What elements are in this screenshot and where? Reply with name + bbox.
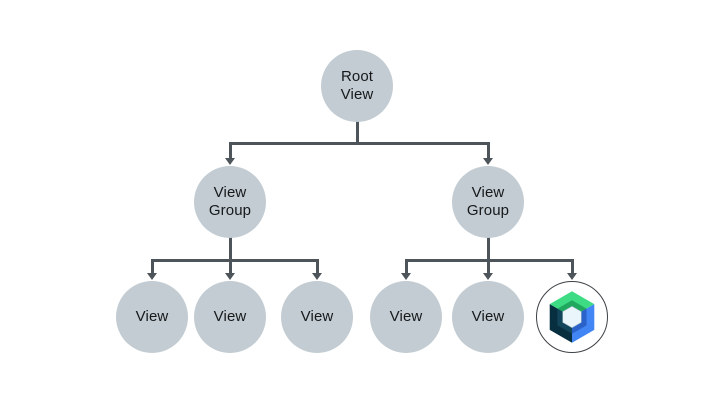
node-label: Group — [208, 202, 252, 219]
connector-level2-left-horizontal — [150, 259, 319, 262]
node-label: View — [471, 184, 505, 201]
node-label: View — [340, 86, 374, 103]
arrowhead-group-right — [483, 158, 493, 165]
jetpack-compose-logo-icon — [549, 291, 595, 343]
connector-drop-group-left — [228, 142, 232, 159]
arrowhead-view-3 — [312, 273, 322, 280]
node-label: View — [471, 308, 505, 325]
node-label: View — [389, 308, 423, 325]
node-view-5: View — [452, 281, 524, 353]
node-view-group-right: View Group — [452, 166, 524, 238]
connector-drop-view-2 — [228, 259, 232, 274]
connector-drop-view-1 — [150, 259, 154, 274]
logo-center-hexagon — [562, 306, 582, 328]
connector-group-right-stem — [486, 215, 490, 262]
node-label: View — [213, 308, 247, 325]
node-view-1: View — [116, 281, 188, 353]
node-label: View — [135, 308, 169, 325]
arrowhead-view-1 — [147, 273, 157, 280]
node-label: Group — [466, 202, 510, 219]
connector-drop-view-3 — [315, 259, 319, 274]
node-view-2: View — [194, 281, 266, 353]
node-view-group-left: View Group — [194, 166, 266, 238]
node-label: View — [213, 184, 247, 201]
arrowhead-compose — [567, 273, 577, 280]
node-label: Root — [340, 68, 374, 85]
arrowhead-view-2 — [225, 273, 235, 280]
node-label: View — [300, 308, 334, 325]
node-compose — [536, 281, 608, 353]
connector-root-stem — [355, 100, 359, 145]
arrowhead-view-4 — [401, 273, 411, 280]
node-view-3: View — [281, 281, 353, 353]
connector-drop-compose — [570, 259, 574, 274]
connector-group-left-stem — [228, 215, 232, 262]
connector-drop-group-right — [486, 142, 490, 159]
node-view-4: View — [370, 281, 442, 353]
connector-level1-horizontal — [228, 142, 490, 145]
connector-drop-view-5 — [486, 259, 490, 274]
connector-drop-view-4 — [404, 259, 408, 274]
arrowhead-view-5 — [483, 273, 493, 280]
arrowhead-group-left — [225, 158, 235, 165]
node-root-view: Root View — [321, 50, 393, 122]
